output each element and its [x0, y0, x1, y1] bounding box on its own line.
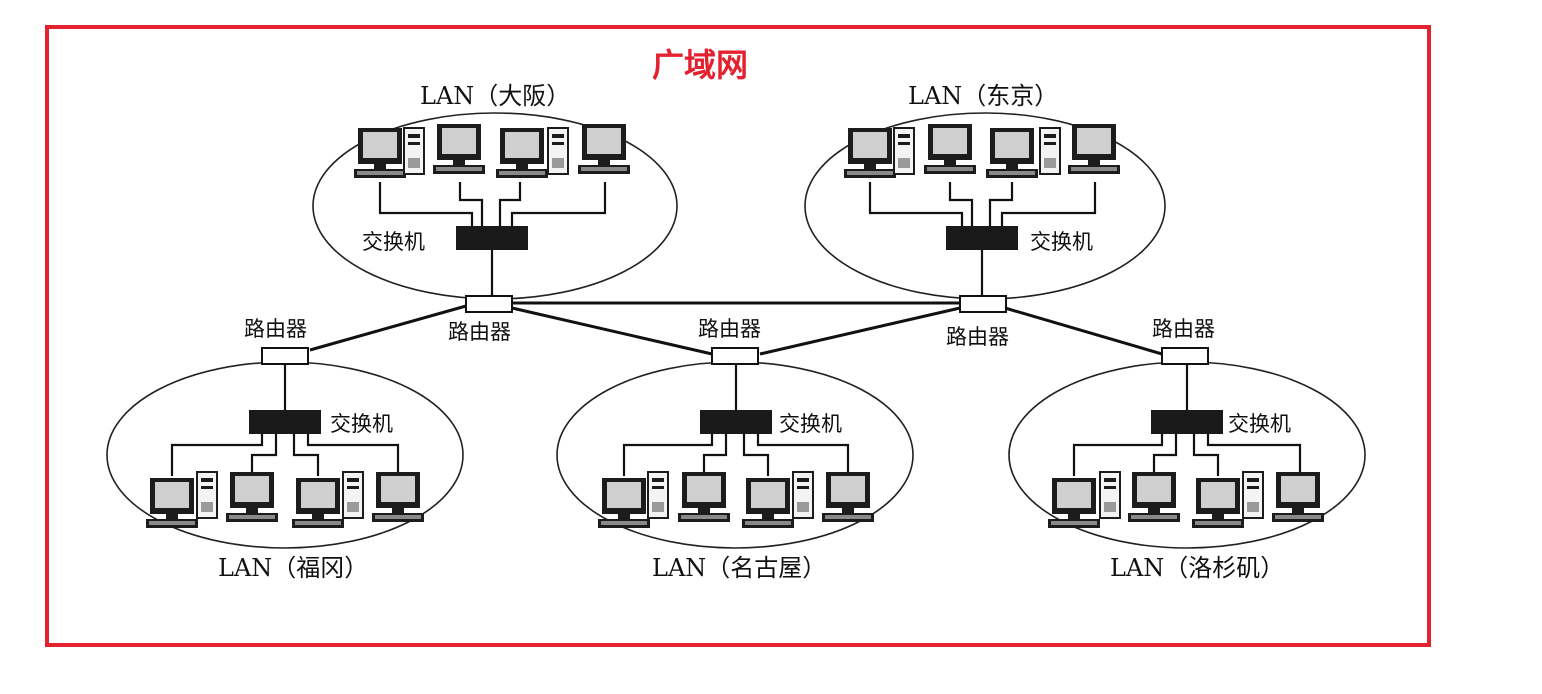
lan-label: LAN（福冈） [218, 554, 368, 582]
computer-icon [146, 478, 198, 528]
wan-link-tokyo-losangeles [1004, 306, 1163, 356]
lan-osaka-wiring [378, 182, 607, 298]
router [1161, 347, 1209, 365]
computer-icon [1128, 472, 1180, 522]
computer-icon [226, 472, 278, 522]
router-label: 路由器 [448, 320, 511, 344]
computers [1048, 471, 1324, 528]
wan-link-osaka-nagoya [511, 306, 713, 356]
lan-losangeles-wiring [1072, 364, 1302, 476]
switch [456, 226, 528, 250]
computers [598, 471, 874, 528]
lan-nagoya-wiring [622, 364, 850, 476]
router [465, 295, 513, 313]
computer-icon [372, 472, 424, 522]
tower-case-icon [1242, 471, 1264, 519]
switch [1151, 410, 1223, 434]
lan-label: LAN（东京） [908, 82, 1058, 110]
tower-case-icon [196, 471, 218, 519]
computer-icon [1068, 124, 1120, 174]
computer-icon [986, 128, 1038, 178]
lan-losangeles: 路由器 交换机 LAN（洛杉矶） [1008, 317, 1366, 582]
computers [844, 124, 1120, 178]
router [959, 295, 1007, 313]
lan-label: LAN（大阪） [420, 82, 570, 110]
switch-label: 交换机 [1228, 412, 1291, 436]
computer-icon [578, 124, 630, 174]
lan-osaka: 交换机 路由器 LAN（大阪） [312, 82, 678, 344]
lan-label: LAN（洛杉矶） [1110, 554, 1284, 582]
router [711, 347, 759, 365]
lan-label: LAN（名古屋） [652, 554, 826, 582]
computer-icon [354, 128, 406, 178]
computer-icon [1272, 472, 1324, 522]
router-label: 路由器 [1152, 317, 1215, 341]
lan-tokyo: 交换机 路由器 LAN（东京） [804, 82, 1166, 349]
router-label: 路由器 [946, 325, 1009, 349]
lan-tokyo-wiring [868, 182, 1097, 298]
switch [946, 226, 1018, 250]
lan-fukuoka-wiring [170, 364, 400, 476]
computer-icon [496, 128, 548, 178]
diagram-title: 广域网 [651, 46, 748, 84]
lan-fukuoka: 路由器 交换机 LAN（福冈） [106, 317, 464, 582]
wan-links [309, 301, 1163, 356]
computer-icon [924, 124, 976, 174]
tower-case-icon [792, 471, 814, 519]
computer-icon [844, 128, 896, 178]
lan-nagoya: 路由器 交换机 LAN（名古屋） [556, 317, 914, 582]
computer-icon [1192, 478, 1244, 528]
computer-icon [433, 124, 485, 174]
switch-label: 交换机 [1030, 230, 1093, 254]
computer-icon [678, 472, 730, 522]
tower-case-icon [342, 471, 364, 519]
switch [249, 410, 321, 434]
tower-case-icon [403, 127, 425, 175]
switch-label: 交换机 [330, 412, 393, 436]
tower-case-icon [647, 471, 669, 519]
computer-icon [598, 478, 650, 528]
computer-icon [742, 478, 794, 528]
tower-case-icon [1099, 471, 1121, 519]
switch-label: 交换机 [779, 412, 842, 436]
computers [354, 124, 630, 178]
router-label: 路由器 [244, 317, 307, 341]
switch [700, 410, 772, 434]
computer-icon [1048, 478, 1100, 528]
tower-case-icon [893, 127, 915, 175]
computer-icon [822, 472, 874, 522]
diagram-frame [45, 25, 1431, 647]
computers [146, 471, 424, 528]
wan-link-tokyo-nagoya [759, 306, 961, 356]
wan-link-osaka-fukuoka [309, 304, 467, 352]
computer-icon [292, 478, 344, 528]
router-label: 路由器 [698, 317, 761, 341]
tower-case-icon [1039, 127, 1061, 175]
router [261, 347, 309, 365]
switch-label: 交换机 [362, 230, 425, 254]
tower-case-icon [547, 127, 569, 175]
